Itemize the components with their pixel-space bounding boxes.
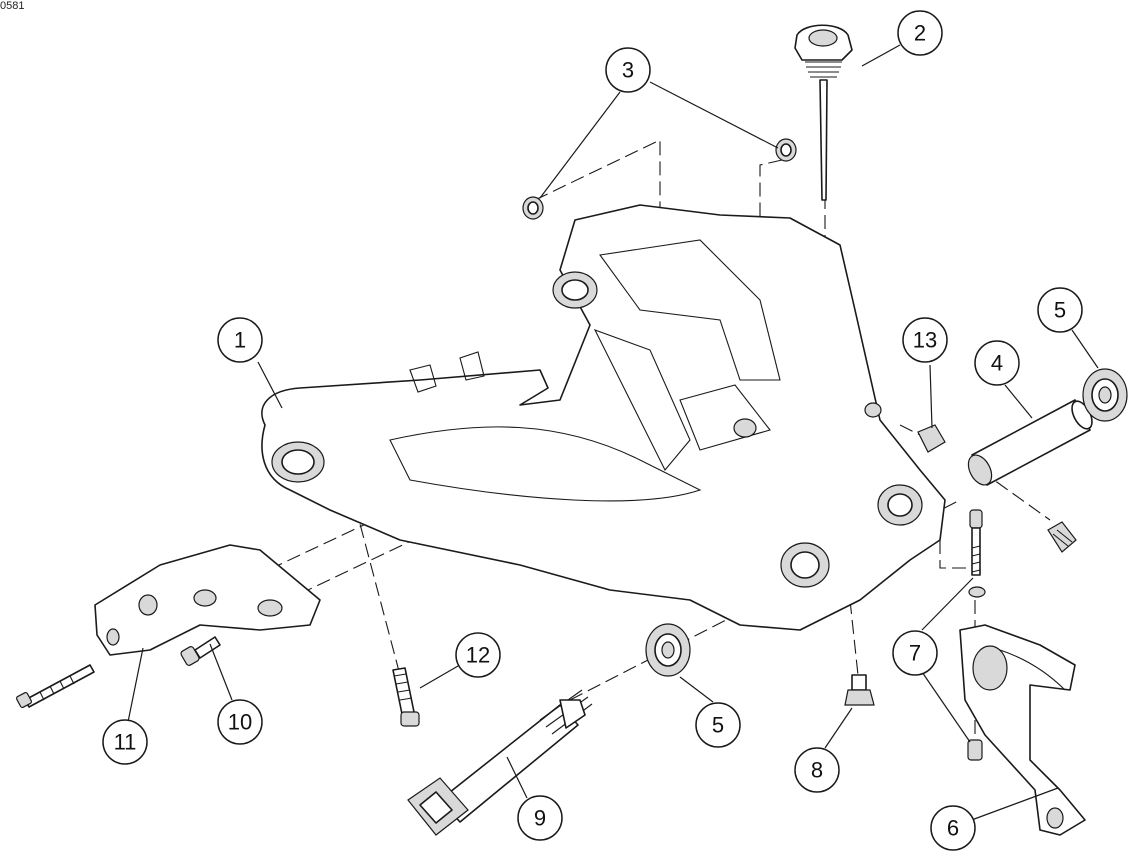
dipstick-part (794, 24, 853, 201)
svg-text:2: 2 (914, 21, 926, 46)
svg-text:13: 13 (913, 328, 937, 353)
svg-text:5: 5 (1054, 298, 1066, 323)
callout-13: 13 (902, 317, 948, 363)
callout-1: 1 (217, 317, 263, 363)
svg-text:8: 8 (811, 758, 823, 783)
leader-lines (127, 44, 1099, 829)
callout-4: 4 (974, 340, 1020, 386)
bolt-12-part (392, 667, 420, 727)
side-port (864, 402, 882, 418)
bolt-washer-spacer-part (967, 509, 986, 761)
housing-rib (593, 329, 691, 471)
callout-5-bottom: 5 (695, 702, 741, 748)
svg-text:3: 3 (622, 58, 634, 83)
bracket-plate-part (959, 624, 1086, 836)
svg-text:10: 10 (228, 710, 252, 735)
housing-nut (733, 418, 757, 438)
svg-text:12: 12 (466, 643, 490, 668)
svg-text:9: 9 (534, 806, 546, 831)
housing-linkage (599, 239, 781, 381)
bearing-part (645, 368, 1128, 677)
bolt-10-part (180, 636, 221, 666)
figure-code: 0581 (0, 0, 25, 12)
bracket-11-part (15, 544, 321, 709)
svg-text:6: 6 (947, 816, 959, 841)
svg-text:7: 7 (909, 641, 921, 666)
callout-10: 10 (217, 699, 263, 745)
pivot-shaft-part (407, 689, 593, 836)
callout-7: 7 (892, 630, 938, 676)
swingarm-cutout (389, 426, 702, 502)
plug-fitting-part (917, 424, 1077, 553)
axis-line-plug (979, 469, 1051, 521)
svg-text:4: 4 (991, 351, 1003, 376)
sleeve-part (967, 399, 1093, 486)
axis-line-fitting-8 (849, 599, 859, 676)
axis-line-bolt-7 (939, 520, 975, 569)
bushing-part (522, 138, 797, 220)
callout-11: 11 (102, 719, 148, 765)
svg-text:5: 5 (712, 713, 724, 738)
axis-line-bolt-12 (354, 504, 401, 676)
svg-text:1: 1 (234, 328, 246, 353)
callout-9: 9 (517, 795, 563, 841)
svg-text:11: 11 (114, 730, 137, 755)
swingarm-housing-part (261, 204, 946, 631)
callout-8: 8 (794, 747, 840, 793)
callout-12: 12 (455, 632, 501, 678)
callout-2: 2 (897, 10, 943, 56)
mount-tabs (409, 351, 485, 393)
housing-boss-plate (679, 384, 771, 451)
callout-3: 3 (605, 47, 651, 93)
fitting-part (844, 674, 875, 706)
callout-5-top: 5 (1037, 287, 1083, 333)
callout-6: 6 (930, 805, 976, 851)
